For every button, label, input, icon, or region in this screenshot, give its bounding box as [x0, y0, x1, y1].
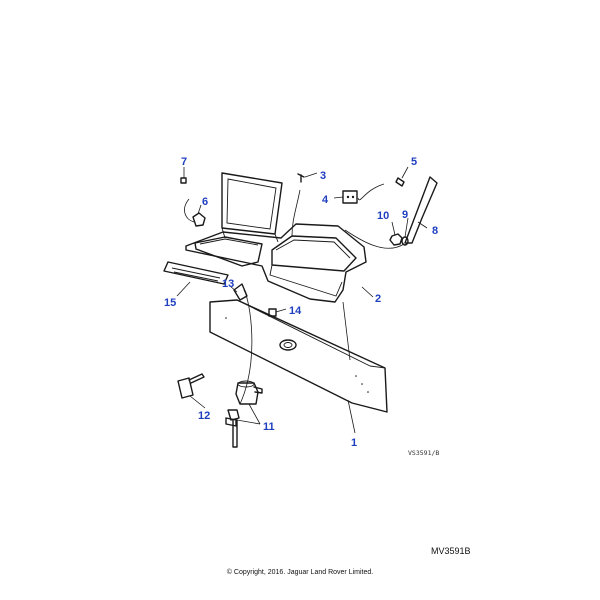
glovebox-lid-open — [221, 172, 283, 243]
callout-3: 3 — [320, 170, 326, 182]
callout-2: 2 — [375, 293, 381, 305]
callout-7: 7 — [181, 156, 187, 168]
callout-14: 14 — [289, 305, 302, 317]
callout-10: 10 — [377, 210, 389, 222]
callout-15: 15 — [164, 297, 176, 309]
callout-1: 1 — [351, 437, 357, 449]
spring-clip-13 — [233, 283, 248, 301]
callout-11: 11 — [263, 421, 275, 433]
callout-5: 5 — [411, 156, 417, 168]
label-plate-15 — [163, 261, 229, 285]
callout-8: 8 — [432, 225, 438, 237]
lock-barrel-11 — [225, 380, 263, 448]
hinge-bracket-4 — [342, 190, 358, 204]
screw-7 — [180, 177, 187, 184]
callout-6: 6 — [202, 196, 208, 208]
screw-14 — [268, 308, 277, 317]
key-12 — [177, 373, 205, 399]
callout-4: 4 — [322, 194, 329, 206]
callout-9: 9 — [402, 209, 408, 221]
callouts: 7 6 3 4 5 10 9 8 2 13 14 15 12 11 1 VS35… — [164, 156, 439, 457]
drawing-code: VS3591/B — [408, 449, 439, 457]
figure-code: MV3591B — [431, 546, 471, 556]
washer-9 — [401, 236, 409, 246]
bracket-6 — [192, 212, 206, 227]
callout-13: 13 — [222, 278, 234, 290]
screw-3 — [297, 173, 305, 183]
callout-12: 12 — [198, 410, 210, 422]
leader-lines — [176, 166, 428, 434]
nut-10 — [389, 233, 403, 246]
copyright-notice: © Copyright, 2016. Jaguar Land Rover Lim… — [226, 569, 374, 576]
stay-arm-8 — [404, 176, 438, 244]
screw-5 — [395, 177, 405, 187]
glovebox-lid-panel — [209, 299, 388, 413]
